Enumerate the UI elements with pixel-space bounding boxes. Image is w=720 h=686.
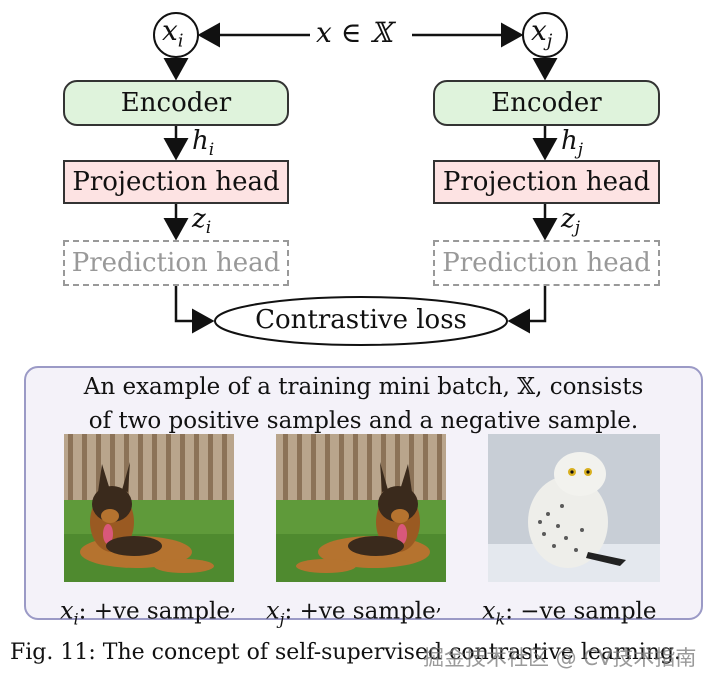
- projection-head-left: Projection head: [63, 160, 289, 204]
- sample-image-dog-1: [64, 434, 234, 582]
- z-left-var: z: [192, 204, 206, 234]
- sample-caption-2: xj: +ve sample,: [266, 592, 442, 628]
- contrastive-loss-label: Contrastive loss: [255, 305, 467, 335]
- left-input-label: xi: [162, 14, 184, 52]
- sample-caption-3: xk: −ve sample: [482, 592, 657, 629]
- encoder-right: Encoder: [433, 80, 660, 126]
- sample-3-var: x: [482, 596, 496, 625]
- h-right-label: hj: [561, 126, 583, 160]
- sample-image-dog-2: [276, 434, 446, 582]
- panel-line-2: of two positive samples and a negative s…: [88, 408, 639, 434]
- sample-3-label: : −ve sample: [505, 598, 657, 625]
- left-input-var: x: [162, 14, 178, 47]
- z-right-label: zj: [561, 204, 580, 238]
- encoder-left: Encoder: [63, 80, 289, 126]
- sample-1-trail: ,: [229, 592, 237, 615]
- z-right-var: z: [561, 204, 575, 234]
- watermark: 掘金技术社区 @ CV技术指南: [423, 646, 697, 670]
- set-membership-label: x ∈ 𝕏: [312, 16, 397, 49]
- prediction-head-right: Prediction head: [433, 240, 660, 286]
- panel-line-1: An example of a training mini batch, 𝕏, …: [83, 374, 644, 400]
- arrow-left-to-loss: [174, 286, 215, 334]
- h-left-var: h: [192, 126, 209, 156]
- arrow-right-to-loss: [507, 286, 547, 334]
- z-right-sub: j: [574, 218, 580, 239]
- diagram-connectors: [153, 12, 568, 346]
- figure-caption: Fig. 11: The concept of self-supervised …: [10, 640, 682, 665]
- sample-2-label: : +ve sample: [284, 598, 436, 625]
- sample-image-owl: [488, 434, 660, 582]
- right-input-sub: j: [546, 30, 553, 52]
- sample-1-sub: i: [73, 609, 79, 629]
- h-left-label: hi: [192, 126, 214, 160]
- left-input-sub: i: [177, 30, 184, 52]
- right-input-var: x: [531, 14, 547, 47]
- sample-1-var: x: [60, 596, 74, 625]
- z-left-sub: i: [205, 218, 212, 239]
- h-right-var: h: [561, 126, 578, 156]
- h-right-sub: j: [577, 140, 584, 161]
- h-left-sub: i: [208, 140, 215, 161]
- sample-2-var: x: [266, 596, 280, 625]
- mini-batch-panel: An example of a training mini batch, 𝕏, …: [24, 366, 703, 628]
- sample-3-sub: k: [495, 609, 506, 629]
- sample-2-sub: j: [279, 609, 285, 629]
- contrastive-loss-ellipse: [214, 296, 508, 346]
- panel-description: An example of a training mini batch, 𝕏, …: [26, 370, 701, 438]
- z-left-label: zi: [192, 204, 211, 238]
- sample-2-trail: ,: [435, 592, 442, 615]
- sample-1-label: : +ve sample: [78, 598, 230, 625]
- sample-caption-1: xi: +ve sample,: [60, 592, 236, 628]
- right-input-label: xj: [531, 14, 552, 52]
- projection-head-right: Projection head: [433, 160, 660, 204]
- prediction-head-left: Prediction head: [63, 240, 289, 286]
